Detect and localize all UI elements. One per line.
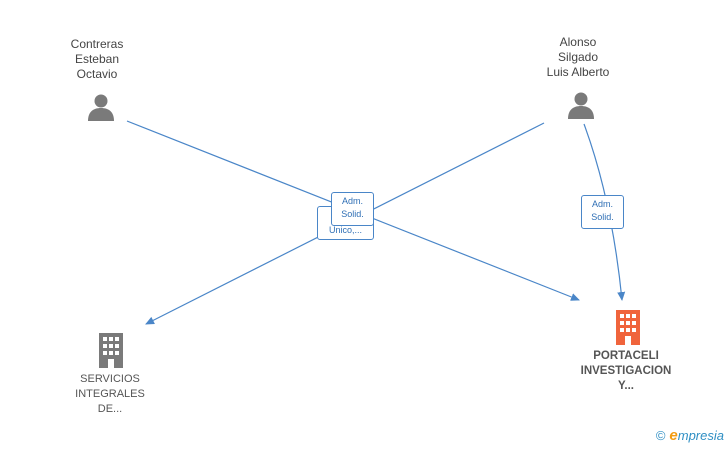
person-node-alonso[interactable]: Alonso Silgado Luis Alberto [518, 35, 638, 80]
edge-label-adm-solid[interactable]: Adm. Solid. [331, 192, 374, 226]
person-name-line: Luis Alberto [546, 65, 610, 79]
person-name-line: Contreras [70, 37, 124, 51]
edge-label-text: Solid. [341, 209, 364, 219]
edge-label-adm-solid[interactable]: Adm. Solid. [581, 195, 624, 229]
company-node-servicios[interactable]: SERVICIOS INTEGRALES DE... [45, 372, 175, 417]
brand-logo-text: mpresia [677, 428, 724, 443]
edge-label-text: Adm. [591, 199, 613, 209]
brand-watermark: ©empresia [656, 427, 724, 444]
person-icon[interactable] [566, 90, 596, 120]
edge-label-text: Unico,... [328, 225, 362, 235]
person-name-line: Alonso [559, 35, 597, 49]
building-icon[interactable] [96, 332, 126, 368]
company-node-portaceli[interactable]: PORTACELI INVESTIGACION Y... [561, 349, 691, 394]
company-name-line: INVESTIGACION [580, 365, 672, 377]
person-name-line: Esteban [74, 52, 120, 66]
person-node-contreras[interactable]: Contreras Esteban Octavio [37, 37, 157, 82]
copyright-symbol: © [655, 428, 666, 443]
building-icon[interactable] [613, 309, 643, 345]
company-name-line: INTEGRALES [75, 388, 145, 400]
person-icon[interactable] [86, 92, 116, 122]
edge-label-text: Solid. [591, 212, 614, 222]
company-name-line: PORTACELI [593, 350, 659, 362]
company-name-line: Y... [618, 380, 634, 392]
company-name-line: DE... [97, 403, 123, 415]
person-name-line: Silgado [557, 50, 599, 64]
edge-label-text: Adm. [341, 196, 363, 206]
person-name-line: Octavio [76, 67, 118, 81]
company-name-line: SERVICIOS [80, 373, 140, 385]
brand-logo-initial: e [669, 427, 678, 444]
